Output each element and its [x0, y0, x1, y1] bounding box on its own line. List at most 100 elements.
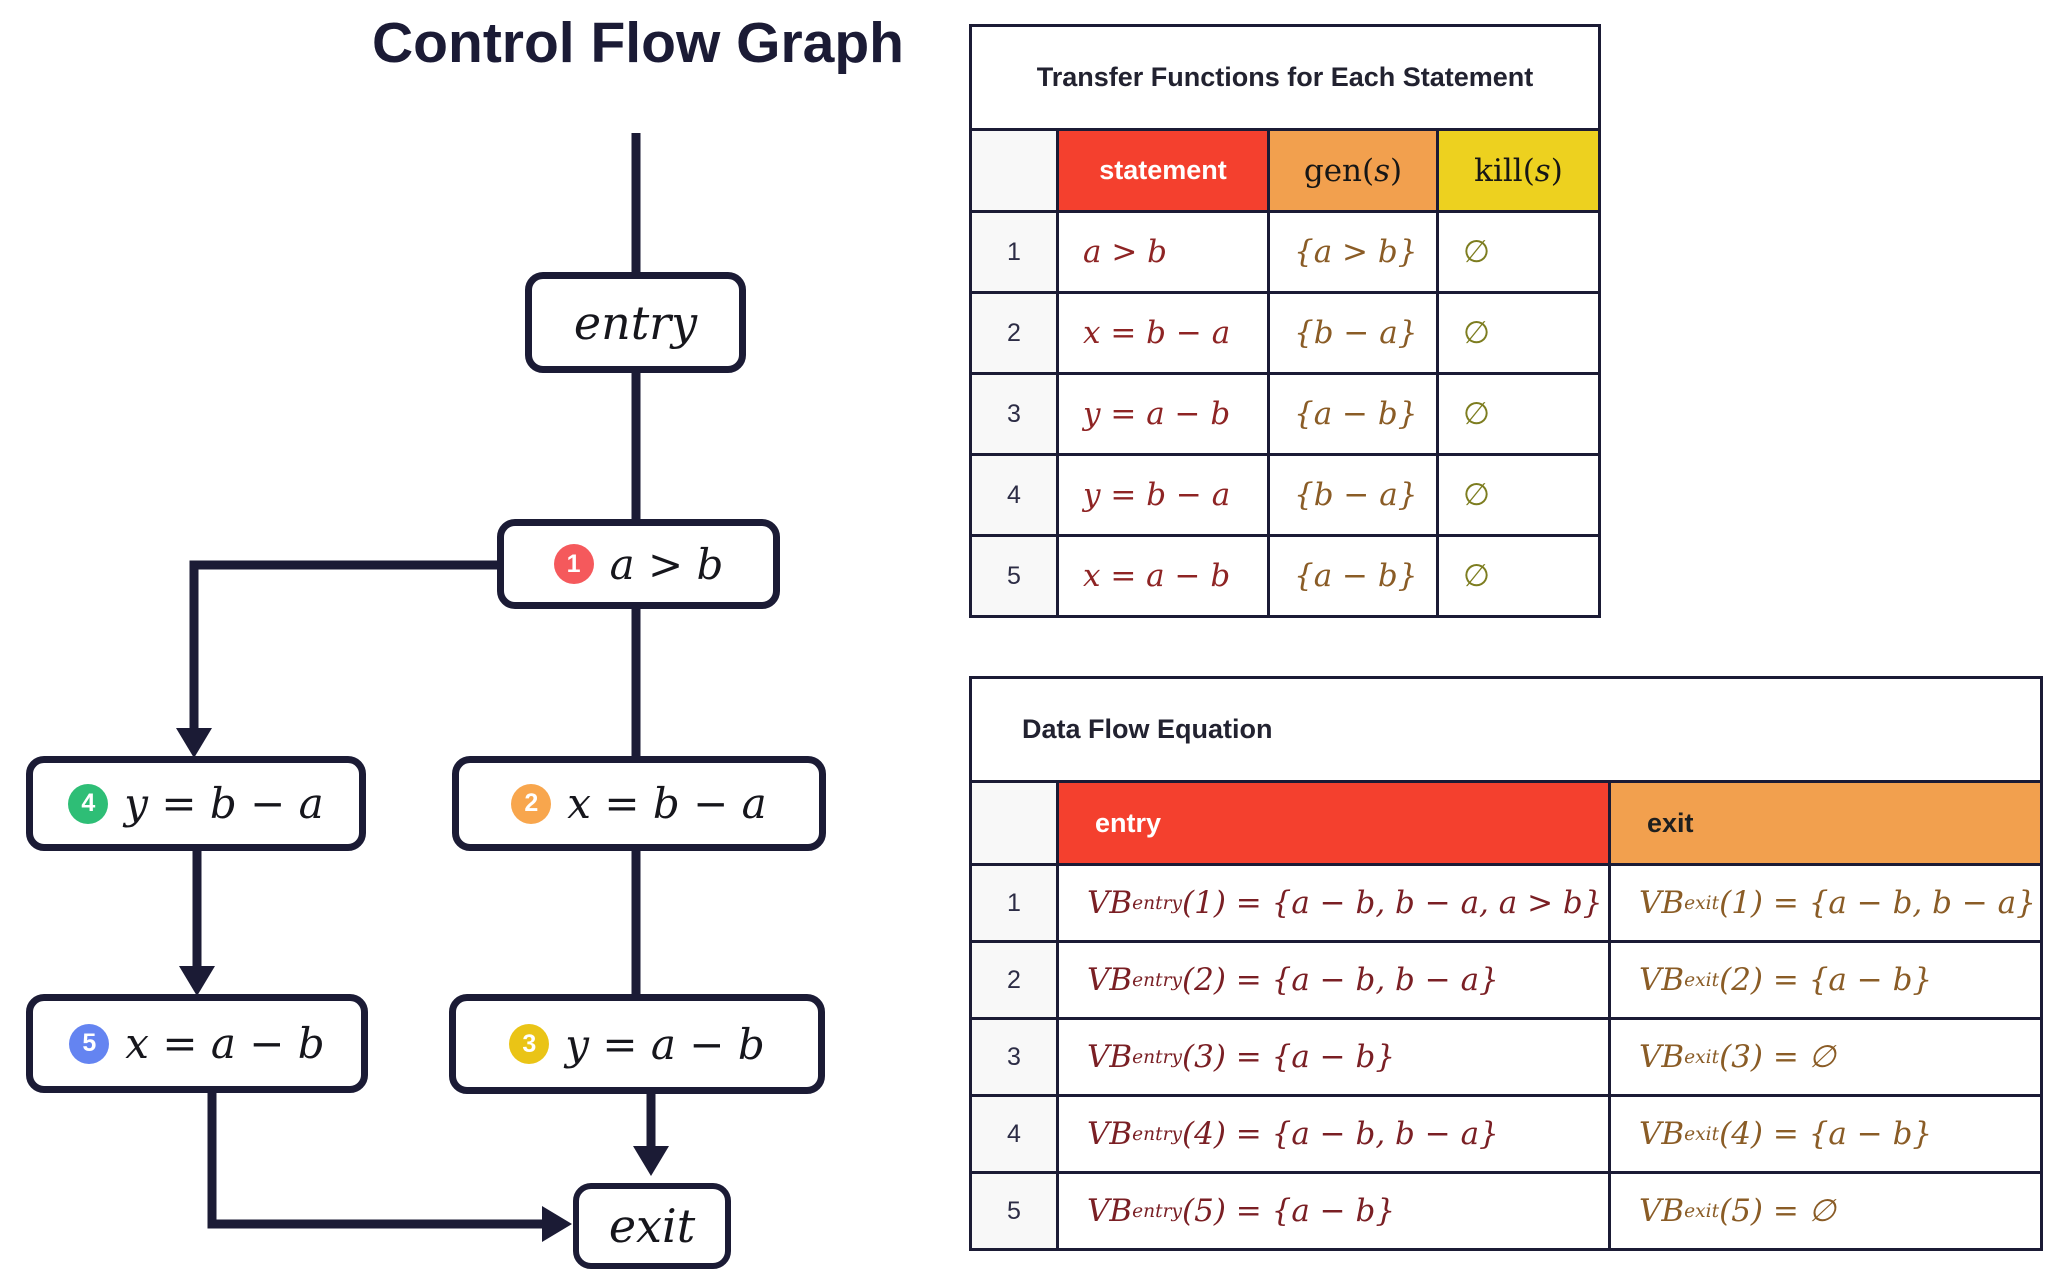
node-entry: entry: [525, 272, 746, 373]
dataflow-row-num: 5: [972, 1174, 1056, 1248]
dataflow-header-blank: [972, 783, 1056, 863]
arrowhead-n5-icon: [179, 966, 215, 996]
vb-subscript: entry: [1132, 1046, 1183, 1068]
transfer-row-num: 1: [972, 213, 1056, 291]
transfer-functions-table-title: Transfer Functions for Each Statement: [972, 27, 1598, 128]
vb-subscript: exit: [1684, 1200, 1720, 1222]
vb-expression: (3) = {a − b}: [1182, 1039, 1396, 1075]
transfer-header-statement: statement: [1059, 131, 1267, 210]
transfer-row-kill: ∅: [1439, 537, 1598, 615]
transfer-row-gen: {b − a}: [1270, 294, 1436, 372]
vb-symbol: VB: [1639, 885, 1685, 921]
node-5-label: x = a − b: [125, 1019, 325, 1068]
vb-expression: (5) = ∅: [1719, 1193, 1836, 1229]
dataflow-row-num: 2: [972, 943, 1056, 1017]
vb-symbol: VB: [1087, 1193, 1133, 1229]
data-flow-equation-table-title: Data Flow Equation: [972, 679, 2040, 780]
node-1-badge: 1: [553, 544, 594, 584]
vb-expression: (1) = {a − b, b − a, a > b}: [1182, 885, 1603, 921]
transfer-row-statement: y = a − b: [1059, 375, 1267, 453]
vb-symbol: VB: [1639, 1116, 1685, 1152]
vb-subscript: exit: [1684, 1123, 1720, 1145]
node-1: 1 a > b: [497, 519, 780, 609]
transfer-row-gen: {a > b}: [1270, 213, 1436, 291]
page-title: Control Flow Graph: [372, 11, 904, 75]
vb-subscript: entry: [1132, 969, 1183, 991]
transfer-row-num: 3: [972, 375, 1056, 453]
node-3-label: y = a − b: [565, 1019, 765, 1069]
kill-prefix: kill(: [1474, 152, 1535, 189]
kill-suffix: ): [1550, 152, 1563, 189]
transfer-row-kill: ∅: [1439, 456, 1598, 534]
transfer-row-num: 4: [972, 456, 1056, 534]
vb-subscript: exit: [1684, 969, 1720, 991]
dataflow-row-num: 1: [972, 866, 1056, 940]
node-4-badge: 4: [68, 783, 109, 824]
dataflow-row-num: 3: [972, 1020, 1056, 1094]
vb-expression: (5) = {a − b}: [1182, 1193, 1396, 1229]
edge-n1-to-n4: [189, 560, 497, 732]
arrowhead-exit-down-icon: [633, 1146, 669, 1176]
vb-expression: (2) = {a − b}: [1719, 962, 1933, 998]
node-4: 4 y = b − a: [26, 756, 366, 851]
transfer-header-gen: gen(s): [1270, 131, 1436, 210]
transfer-row-gen: {a − b}: [1270, 537, 1436, 615]
node-2-label: x = b − a: [567, 779, 767, 828]
transfer-header-kill: kill(s): [1439, 131, 1598, 210]
gen-prefix: gen(: [1303, 152, 1375, 189]
arrowhead-n4-icon: [176, 728, 212, 758]
vb-expression: (1) = {a − b, b − a}: [1719, 885, 2036, 921]
transfer-row-gen: {b − a}: [1270, 456, 1436, 534]
node-3: 3 y = a − b: [449, 994, 825, 1094]
vb-expression: (4) = {a − b, b − a}: [1182, 1116, 1499, 1152]
node-3-badge: 3: [509, 1024, 550, 1064]
transfer-row-kill: ∅: [1439, 375, 1598, 453]
vb-expression: (3) = ∅: [1719, 1039, 1836, 1075]
vb-symbol: VB: [1639, 1039, 1685, 1075]
vb-symbol: VB: [1087, 1039, 1133, 1075]
dataflow-header-exit: exit: [1611, 783, 2040, 863]
transfer-row-statement: y = b − a: [1059, 456, 1267, 534]
vb-subscript: entry: [1132, 1200, 1183, 1222]
vb-symbol: VB: [1639, 1193, 1685, 1229]
vb-subscript: entry: [1132, 1123, 1183, 1145]
transfer-row-kill: ∅: [1439, 213, 1598, 291]
node-1-label: a > b: [609, 539, 724, 589]
node-exit-label: exit: [608, 1199, 696, 1253]
vb-symbol: VB: [1639, 962, 1685, 998]
node-5: 5 x = a − b: [26, 994, 368, 1093]
vb-expression: (4) = {a − b}: [1719, 1116, 1933, 1152]
edge-n5-to-exit: [207, 1090, 546, 1229]
vb-symbol: VB: [1087, 962, 1133, 998]
vb-symbol: VB: [1087, 1116, 1133, 1152]
transfer-row-statement: a > b: [1059, 213, 1267, 291]
dataflow-row-num: 4: [972, 1097, 1056, 1171]
vb-symbol: VB: [1087, 885, 1133, 921]
transfer-row-statement: x = a − b: [1059, 537, 1267, 615]
transfer-functions-table: Transfer Functions for Each Statement st…: [969, 24, 1601, 618]
arrowhead-exit-right-icon: [542, 1206, 572, 1242]
gen-suffix: ): [1390, 152, 1403, 189]
node-entry-label: entry: [573, 295, 698, 350]
dataflow-header-entry: entry: [1059, 783, 1608, 863]
transfer-row-kill: ∅: [1439, 294, 1598, 372]
node-5-badge: 5: [69, 1023, 110, 1064]
gen-arg: s: [1374, 152, 1391, 189]
transfer-row-num: 2: [972, 294, 1056, 372]
vb-subscript: exit: [1684, 1046, 1720, 1068]
transfer-header-blank: [972, 131, 1056, 210]
node-2: 2 x = b − a: [452, 756, 826, 851]
vb-subscript: entry: [1132, 892, 1183, 914]
vb-subscript: exit: [1684, 892, 1720, 914]
